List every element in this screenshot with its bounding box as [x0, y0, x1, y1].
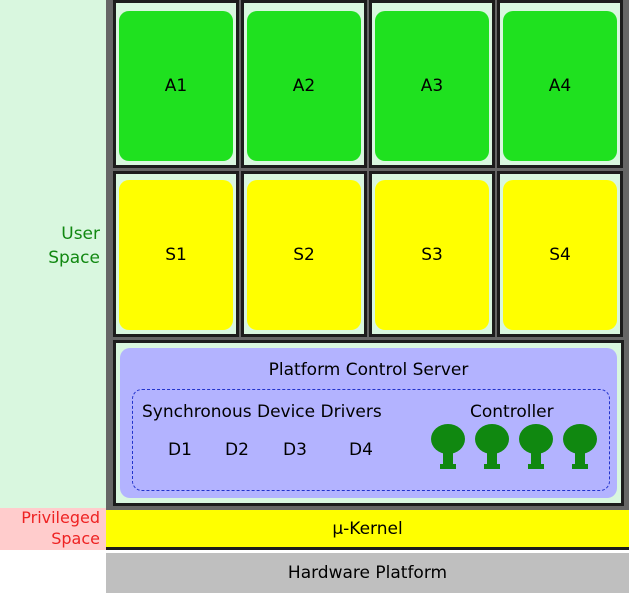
platform-control-server: Platform Control Server Synchronous Devi… — [120, 348, 617, 498]
driver-d4: D4 — [349, 440, 373, 460]
server-s2: S2 — [247, 180, 361, 330]
driver-d1: D1 — [168, 440, 192, 460]
app-cell-1: A1 — [113, 0, 239, 168]
driver-d2: D2 — [225, 440, 249, 460]
privileged-space-label-line1: Privileged — [21, 508, 100, 527]
application-a1: A1 — [119, 11, 233, 161]
hardware-platform-layer: Hardware Platform — [106, 553, 629, 593]
platform-control-server-title: Platform Control Server — [268, 360, 469, 380]
controller-base — [572, 464, 588, 469]
controller-unit-2 — [475, 424, 509, 472]
privileged-space-label-line2: Space — [51, 529, 100, 548]
user-space-band — [0, 0, 108, 508]
micro-kernel-layer: µ-Kernel — [106, 510, 629, 550]
privileged-space-band — [0, 508, 108, 550]
controller-bulb-icon — [431, 424, 465, 454]
controller-stem — [487, 451, 497, 465]
privileged-space-label: Privileged Space — [0, 507, 100, 549]
platform-control-cell: Platform Control Server Synchronous Devi… — [113, 340, 624, 506]
user-space-label-line2: Space — [48, 248, 100, 268]
controller-bulb-icon — [475, 424, 509, 454]
driver-d3: D3 — [283, 440, 307, 460]
server-s3: S3 — [375, 180, 489, 330]
drivers-title: Synchronous Device Drivers — [142, 402, 382, 422]
application-a4: A4 — [503, 11, 617, 161]
controller-unit-4 — [563, 424, 597, 472]
controller-base — [484, 464, 500, 469]
server-cell-3: S3 — [369, 171, 495, 337]
server-row: S1 S2 S3 S4 — [108, 171, 627, 339]
controller-stem — [575, 451, 585, 465]
application-row: A1 A2 A3 A4 — [108, 0, 627, 170]
user-space-label: User Space — [0, 222, 100, 270]
controller-stem — [531, 451, 541, 465]
server-cell-4: S4 — [497, 171, 623, 337]
controller-bulb-icon — [519, 424, 553, 454]
server-cell-1: S1 — [113, 171, 239, 337]
drivers-and-controller-group — [132, 389, 610, 491]
controller-title: Controller — [470, 402, 554, 422]
controller-stem — [443, 451, 453, 465]
controller-bulb-icon — [563, 424, 597, 454]
controller-unit-1 — [431, 424, 465, 472]
controller-base — [440, 464, 456, 469]
server-s4: S4 — [503, 180, 617, 330]
app-cell-3: A3 — [369, 0, 495, 168]
server-s1: S1 — [119, 180, 233, 330]
controller-base — [528, 464, 544, 469]
application-a3: A3 — [375, 11, 489, 161]
user-space-label-line1: User — [61, 224, 100, 244]
app-cell-4: A4 — [497, 0, 623, 168]
app-cell-2: A2 — [241, 0, 367, 168]
hardware-platform-label: Hardware Platform — [287, 563, 448, 583]
application-a2: A2 — [247, 11, 361, 161]
micro-kernel-label: µ-Kernel — [332, 518, 403, 539]
controller-unit-3 — [519, 424, 553, 472]
server-cell-2: S2 — [241, 171, 367, 337]
